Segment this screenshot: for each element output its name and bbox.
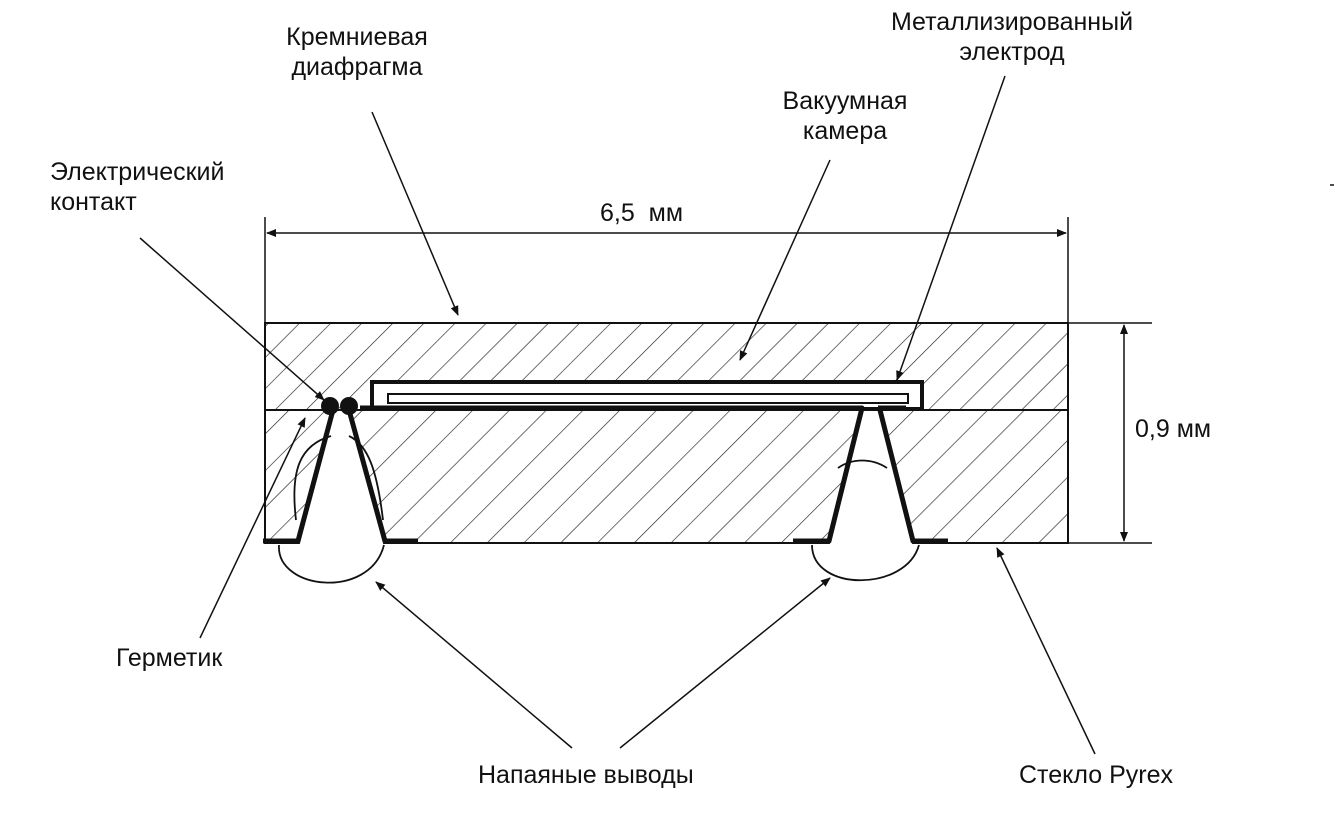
- label-diaphragm: Кремниевая диафрагма: [286, 23, 428, 81]
- leader-sealant: [199, 417, 306, 639]
- electrical-contact: [321, 397, 358, 415]
- dimension-height-label: 0,9 мм: [1135, 415, 1212, 443]
- height-dimension: [1068, 322, 1152, 544]
- leader-lead-left: [375, 581, 573, 749]
- leader-lines: [139, 75, 1096, 755]
- leader-electrode: [896, 75, 1006, 381]
- pyrex-glass-layer: [264, 409, 1069, 544]
- leader-lead-right: [619, 577, 831, 749]
- label-electrode: Металлизированный электрод: [890, 8, 1134, 66]
- metallized-electrode: [263, 405, 948, 544]
- leader-contact: [139, 237, 325, 401]
- label-vacuum: Вакуумная камера: [782, 87, 908, 145]
- label-sealant: Герметик: [116, 644, 223, 672]
- solder-leads: [278, 435, 920, 584]
- leader-diaphragm: [371, 111, 459, 316]
- label-contact: Электрический контакт: [50, 158, 225, 216]
- vacuum-chamber: [372, 382, 922, 409]
- label-glass: Стекло Pyrex: [1019, 761, 1173, 789]
- leader-vacuum: [739, 159, 831, 361]
- width-dimension: [264, 217, 1069, 323]
- label-leads: Напаяные выводы: [478, 761, 694, 789]
- leader-glass: [996, 547, 1096, 755]
- dimension-width-label: 6,5 мм: [600, 199, 684, 227]
